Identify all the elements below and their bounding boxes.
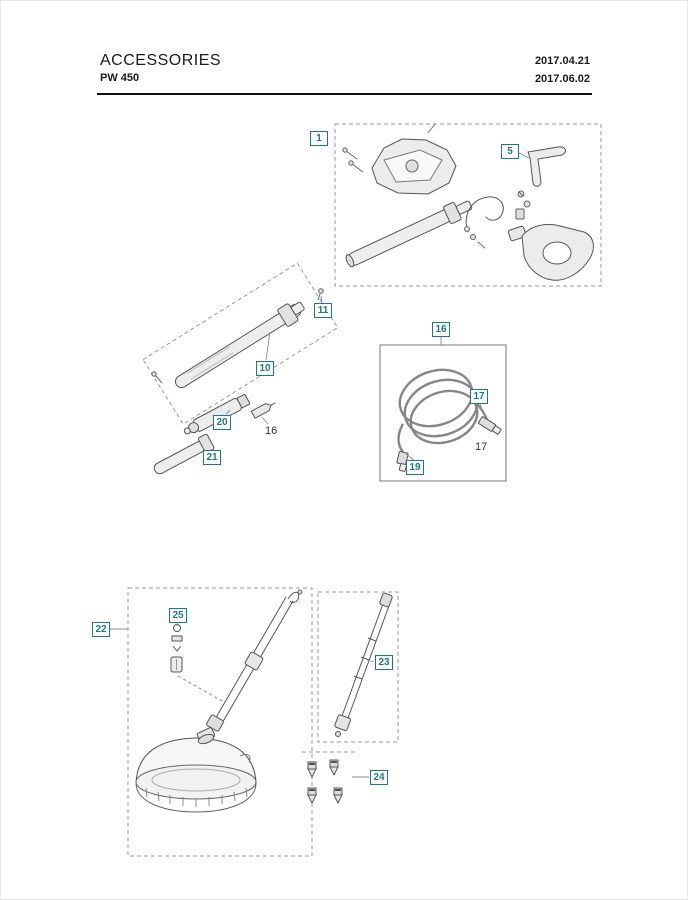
callout-10: 10 <box>256 361 274 376</box>
solid-box-hose-kit <box>379 344 507 482</box>
hose-fitting-17-drawing <box>477 416 502 435</box>
dashed-box-extension-lance-kit <box>317 591 399 743</box>
spray-gun-assembly-drawing <box>342 123 594 281</box>
callout-11: 11 <box>314 303 332 318</box>
callout-22: 22 <box>92 622 110 637</box>
date-bottom: 2017.06.02 <box>534 73 590 85</box>
callout-1: 1 <box>310 131 328 146</box>
header-rule <box>97 93 592 95</box>
callout-21: 21 <box>203 450 221 465</box>
callout-20: 20 <box>213 415 231 430</box>
dashed-box-lance-kit <box>142 262 339 425</box>
page-title: ACCESSORIES <box>100 52 222 69</box>
callout-5: 5 <box>501 144 519 159</box>
callout-24: 24 <box>370 770 388 785</box>
extension-lance-drawing <box>334 592 393 737</box>
nozzle-set-drawing <box>307 759 343 805</box>
nozzle-tip-drawing <box>250 402 276 419</box>
hose-fitting-19-drawing <box>396 450 409 472</box>
dashed-box-gun-kit <box>334 123 602 287</box>
callout-25: 25 <box>169 608 187 623</box>
label-17-plain: 17 <box>475 441 488 453</box>
hose-drawing <box>397 368 489 453</box>
model-number: PW 450 <box>100 72 140 84</box>
lance-tube-drawing <box>151 288 324 389</box>
handle-bracket-drawing <box>515 146 566 220</box>
label-16-plain: 16 <box>265 425 278 437</box>
leader-lines <box>110 151 530 778</box>
callout-16: 16 <box>432 322 450 337</box>
callout-17: 17 <box>470 389 488 404</box>
nozzle-kit-25-drawing <box>170 624 225 703</box>
date-top: 2017.04.21 <box>534 55 590 67</box>
surface-cleaner-drawing <box>135 589 303 813</box>
dashed-box-surface-cleaner-kit <box>127 587 313 857</box>
callout-23: 23 <box>375 655 393 670</box>
callout-19: 19 <box>406 460 424 475</box>
